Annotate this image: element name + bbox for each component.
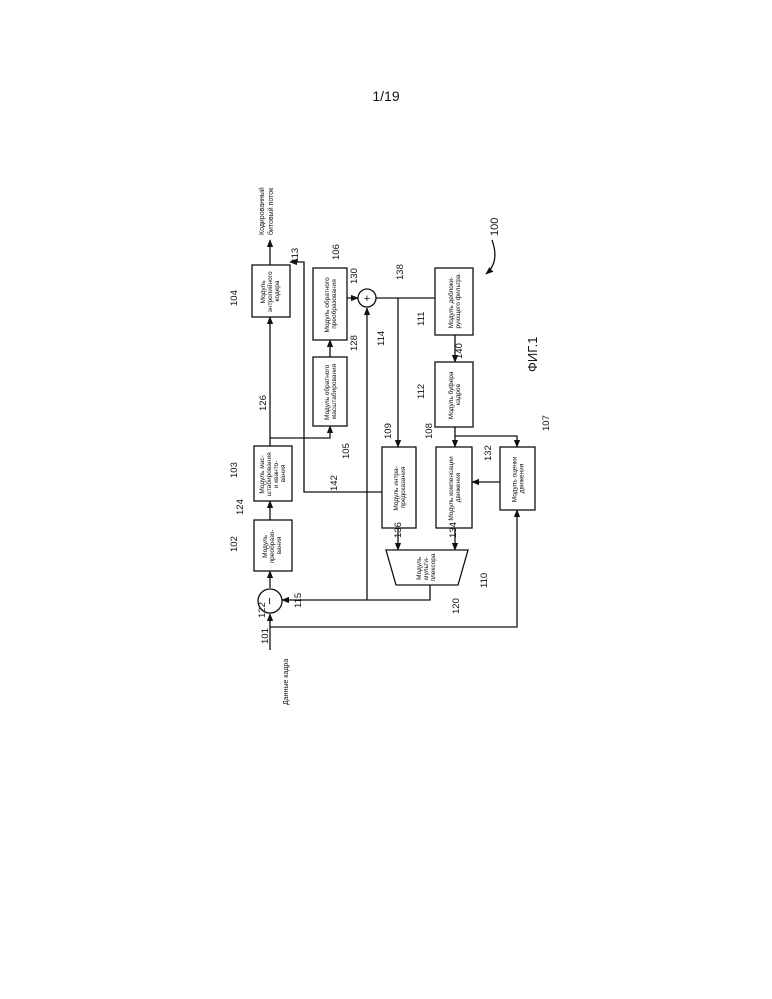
adder: + <box>358 289 376 307</box>
ref-130: 130 <box>349 268 360 284</box>
ref-120: 120 <box>451 598 462 614</box>
ref-126: 126 <box>258 395 269 411</box>
output-label: Кодированный битовый поток <box>258 187 275 235</box>
svg-text:Модуль обратного масштаб: Модуль обратного масштабирования <box>323 363 338 420</box>
multiplexer-block: Модуль мульти- плексора <box>386 550 468 585</box>
ref-106: 106 <box>331 244 342 260</box>
ref-112: 112 <box>416 384 427 399</box>
ref-134: 134 <box>448 522 459 538</box>
svg-text:+: + <box>364 293 370 305</box>
ref-136: 136 <box>393 522 404 538</box>
svg-text:Модуль обратного преобра: Модуль обратного преобразования <box>323 275 338 332</box>
inverse-transform-block: Модуль обратного преобразования <box>313 268 347 340</box>
ref-109: 109 <box>383 423 394 439</box>
motion-estimation-block: Модуль оценки движения <box>500 447 535 510</box>
entropy-coder-block: Модуль энтропийного кодера <box>252 265 290 317</box>
svg-text:Кодированный: Кодированный <box>258 187 266 235</box>
transform-block: Модуль преобразо- вания <box>254 520 292 571</box>
svg-text:битовый поток: битовый поток <box>267 187 275 235</box>
ref-104: 104 <box>229 290 240 306</box>
system-ref: 100 <box>486 218 501 274</box>
inverse-scaling-block: Модуль обратного масштабирования <box>313 357 347 426</box>
ref-101: 101 <box>260 628 271 644</box>
ref-113: 113 <box>290 248 301 263</box>
wire-120 <box>282 585 430 600</box>
ref-111: 111 <box>416 312 427 326</box>
svg-text:Модуль интра- предсказан: Модуль интра- предсказания <box>393 464 407 510</box>
ref-122: 122 <box>257 602 268 618</box>
ref-114: 114 <box>376 331 387 346</box>
wire-to-inverse-scaling <box>270 426 330 438</box>
ref-132: 132 <box>483 445 494 461</box>
deblocking-filter-block: Модуль деблоки- рующего фильтра <box>435 268 473 335</box>
ref-142: 142 <box>329 475 340 491</box>
ref-138: 138 <box>395 264 406 280</box>
motion-compensation-block: Модуль компенсации движения <box>436 447 472 528</box>
input-label: Данные кадра <box>283 659 290 705</box>
ref-110: 110 <box>479 573 490 588</box>
quantization-block: Модуль мас- штабирования и квантo- вания <box>254 446 292 501</box>
svg-text:Модуль деблоки- рующего: Модуль деблоки- рующего фильтра <box>447 274 462 328</box>
intra-prediction-block: Модуль интра- предсказания <box>382 447 416 528</box>
ref-105: 105 <box>341 443 352 459</box>
ref-108: 108 <box>424 423 435 439</box>
ref-115: 115 <box>293 593 304 608</box>
ref-102: 102 <box>229 536 240 552</box>
ref-103: 103 <box>229 462 240 478</box>
svg-text:100: 100 <box>489 218 501 236</box>
figure-caption: ФИГ.1 <box>525 336 540 372</box>
ref-107: 107 <box>541 415 552 431</box>
ref-128: 128 <box>349 335 360 351</box>
svg-text:Модуль мульти- пле: Модуль мульти- плексора <box>416 553 437 581</box>
ref-140: 140 <box>454 343 465 359</box>
frame-buffer-block: Модуль буфера кадров <box>435 362 473 427</box>
ref-124: 124 <box>235 499 246 515</box>
